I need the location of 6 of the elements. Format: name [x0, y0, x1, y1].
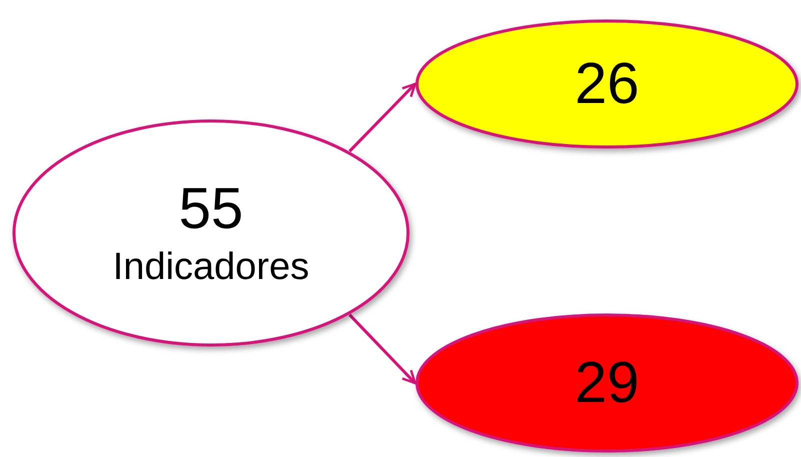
arrow	[348, 314, 416, 384]
node-label: Indicadores	[112, 247, 310, 289]
node-number: 55	[178, 177, 244, 241]
node-number: 26	[574, 52, 640, 116]
node-number: 29	[574, 351, 640, 415]
arrow	[348, 82, 416, 152]
